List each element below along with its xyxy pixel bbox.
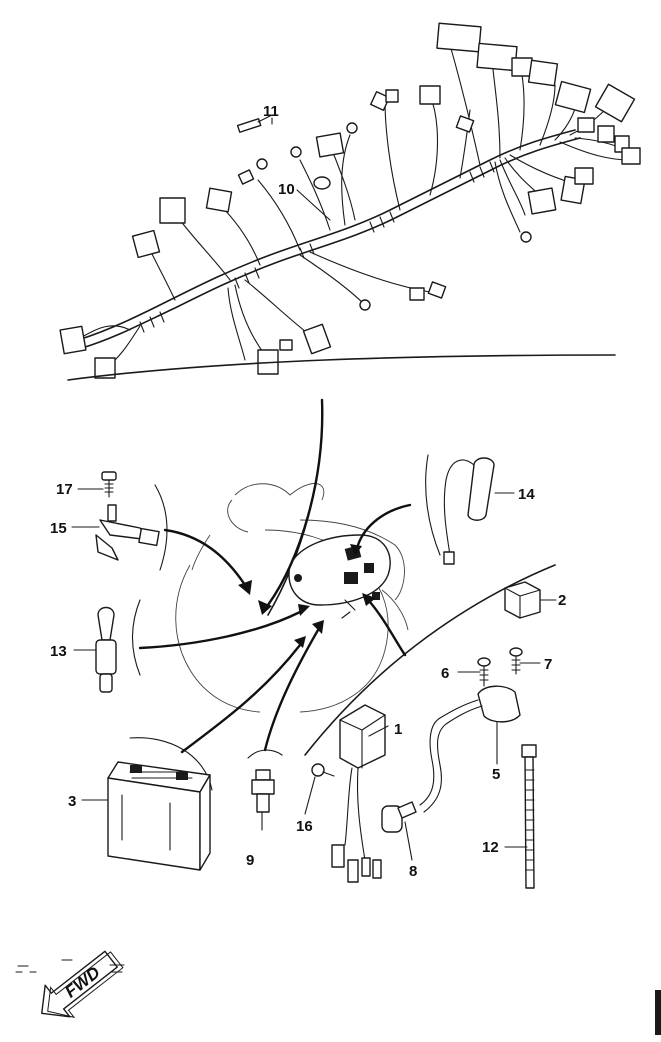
callout-6: 6	[441, 665, 449, 682]
callout-7: 7	[544, 656, 552, 673]
relay-part-2	[504, 581, 541, 619]
callout-2: 2	[558, 592, 566, 609]
bolt-part-17	[101, 471, 117, 498]
callout-5: 5	[492, 766, 500, 783]
callout-14: 14	[518, 486, 535, 503]
leader-lines	[71, 117, 557, 861]
callout-labels: 1 2 3 5 6 7 8 9 10 11 12 13 14 15 16 17	[50, 103, 566, 880]
callout-16: 16	[296, 818, 313, 835]
callout-3: 3	[68, 793, 76, 810]
cdi-unit-part-1	[331, 704, 386, 883]
cable-tie-part-12	[521, 744, 537, 889]
assembly-arrows	[138, 398, 412, 754]
wire-harness	[59, 22, 641, 379]
callout-11: 11	[263, 103, 279, 120]
screw-part-6	[477, 657, 491, 687]
callout-12: 12	[482, 839, 499, 856]
grip-part-14	[443, 457, 495, 565]
battery-part-3	[107, 761, 211, 871]
section-dividers	[67, 354, 616, 791]
callout-10: 10	[278, 181, 295, 198]
bolt-part-16	[311, 763, 335, 777]
ignition-coil-part-5	[419, 685, 521, 813]
callout-8: 8	[409, 863, 417, 880]
callout-1: 1	[394, 721, 402, 738]
screw-part-7	[509, 647, 523, 675]
plug-cap-part-8	[381, 801, 417, 833]
callout-15: 15	[50, 520, 67, 537]
callout-13: 13	[50, 643, 67, 660]
fuse-part	[236, 114, 273, 133]
callout-17: 17	[56, 481, 73, 498]
page-edge-mark	[655, 990, 661, 1035]
callout-9: 9	[246, 852, 254, 869]
fwd-direction-arrow: FWD	[15, 950, 125, 1019]
bracket-part-15	[95, 504, 160, 561]
switch-part-9	[251, 769, 275, 813]
sensor-part-13	[95, 606, 117, 693]
